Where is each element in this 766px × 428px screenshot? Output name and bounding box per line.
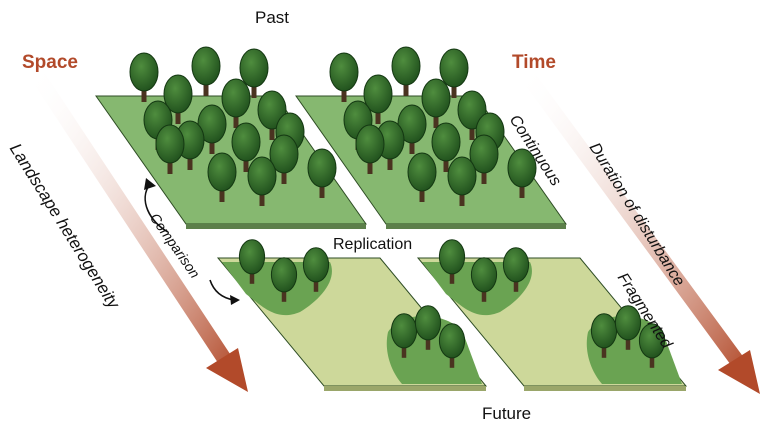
tree-icon [638, 323, 666, 368]
tree-icon [163, 74, 193, 124]
tree-icon [438, 323, 466, 368]
comparison-arrow [144, 178, 240, 305]
tree-icon [469, 134, 499, 184]
tree-icon [129, 52, 159, 102]
tree-icon [302, 247, 330, 292]
time-arrow [520, 72, 760, 394]
tree-icon [502, 247, 530, 292]
tree-icon [270, 257, 298, 302]
tree-icon [238, 239, 266, 284]
tree-icon [307, 148, 337, 198]
tree-icon [439, 48, 469, 98]
tree-icon [407, 152, 437, 202]
tree-icon [355, 124, 385, 174]
tree-icon [391, 46, 421, 96]
tree-icon [231, 122, 261, 172]
tree-icon [197, 104, 227, 154]
future-label: Future [482, 404, 532, 423]
space-arrow [30, 72, 248, 392]
space-label: Space [22, 52, 78, 73]
replication-label: Replication [333, 236, 413, 253]
tree-icon [269, 134, 299, 184]
tree-icon [247, 156, 277, 206]
tree-icon [239, 48, 269, 98]
tree-icon [207, 152, 237, 202]
tree-icon [421, 78, 451, 128]
tree-icon [438, 239, 466, 284]
tree-icon [191, 46, 221, 96]
tree-group [129, 46, 666, 368]
time-label: Time [512, 52, 557, 73]
tree-icon [329, 52, 359, 102]
tree-icon [363, 74, 393, 124]
tree-icon [590, 313, 618, 358]
tree-icon [155, 124, 185, 174]
tree-icon [614, 305, 642, 350]
tree-icon [470, 257, 498, 302]
tree-icon [507, 148, 537, 198]
tree-icon [447, 156, 477, 206]
past-label: Past [255, 8, 290, 27]
tree-icon [431, 122, 461, 172]
tree-icon [414, 305, 442, 350]
tree-icon [221, 78, 251, 128]
